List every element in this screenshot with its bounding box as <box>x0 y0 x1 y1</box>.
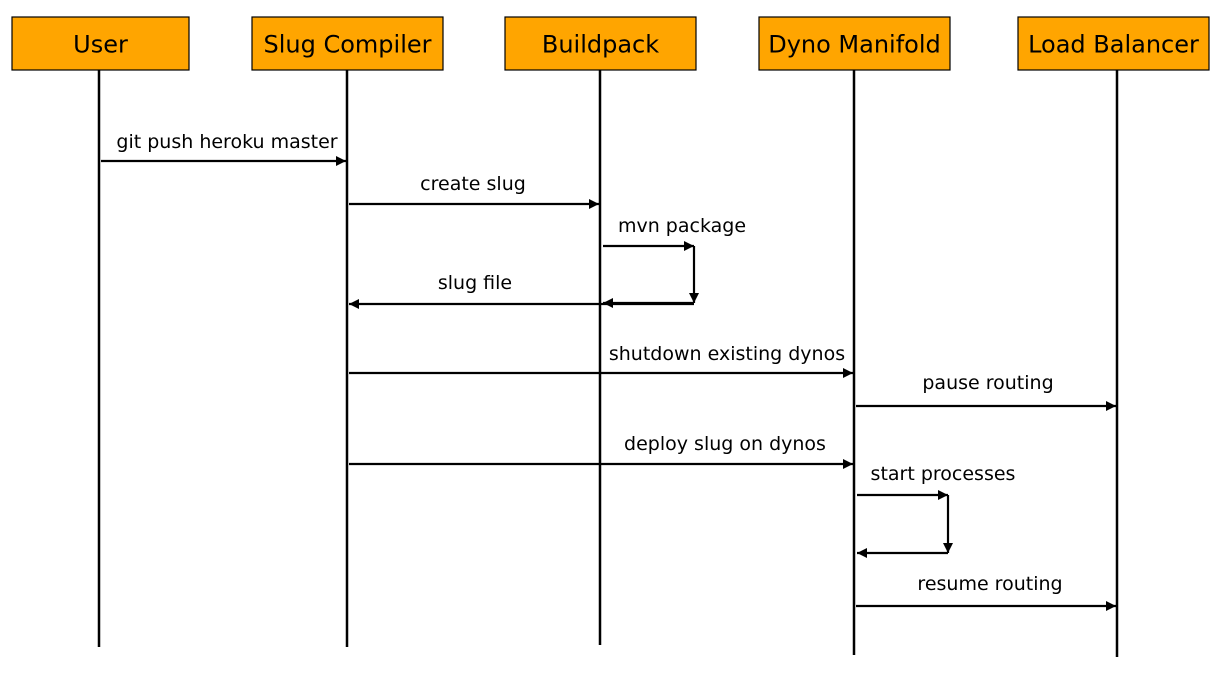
actor-slug-compiler: Slug Compiler <box>251 16 444 71</box>
arrowhead <box>1106 601 1116 611</box>
message-label: create slug <box>420 173 526 195</box>
actor-box <box>758 16 951 71</box>
message-start-processes: start processes <box>857 463 1015 558</box>
message-label: pause routing <box>922 372 1053 394</box>
actor-dyno-manifold: Dyno Manifold <box>758 16 951 71</box>
actor-box <box>11 16 190 71</box>
message-label: shutdown existing dynos <box>609 343 845 365</box>
actor-label: User <box>73 31 128 59</box>
arrowhead <box>943 543 953 553</box>
message-git-push-heroku-master: git push heroku master <box>101 131 346 166</box>
actor-label: Dyno Manifold <box>768 31 941 59</box>
message-label: resume routing <box>917 573 1062 595</box>
message-resume-routing: resume routing <box>856 573 1116 611</box>
actor-label: Buildpack <box>542 31 659 59</box>
message-shutdown-existing-dynos: shutdown existing dynos <box>349 343 853 378</box>
arrowhead <box>684 241 694 251</box>
actor-label: Slug Compiler <box>264 31 432 59</box>
message-deploy-slug-on-dynos: deploy slug on dynos <box>349 433 853 469</box>
message-label: start processes <box>871 463 1016 485</box>
message-slug-file: slug file <box>349 272 694 309</box>
arrowhead <box>1106 401 1116 411</box>
message-label: deploy slug on dynos <box>624 433 826 455</box>
arrowhead <box>843 368 853 378</box>
actor-user: User <box>11 16 190 71</box>
actor-load-balancer: Load Balancer <box>1017 16 1210 71</box>
arrowhead <box>857 548 867 558</box>
message-pause-routing: pause routing <box>856 372 1116 411</box>
actor-label: Load Balancer <box>1028 31 1199 59</box>
message-label: mvn package <box>618 215 746 237</box>
arrowhead <box>689 293 699 303</box>
actors: User Slug Compiler Buildpack Dyno Manifold L… <box>11 16 1210 71</box>
message-label: slug file <box>438 272 512 294</box>
actor-box <box>251 16 444 71</box>
actor-buildpack: Buildpack <box>504 16 697 71</box>
message-label: git push heroku master <box>116 131 337 153</box>
lifelines <box>97 70 1119 657</box>
message-create-slug: create slug <box>349 173 599 209</box>
arrowhead <box>843 459 853 469</box>
arrowhead <box>938 490 948 500</box>
messages: git push heroku master create slug mvn pac… <box>101 131 1116 611</box>
message-mvn-package: mvn package <box>603 215 746 308</box>
arrowhead <box>589 199 599 209</box>
arrowhead <box>349 299 359 309</box>
arrowhead <box>336 156 346 166</box>
actor-box <box>504 16 697 71</box>
actor-box <box>1017 16 1210 71</box>
